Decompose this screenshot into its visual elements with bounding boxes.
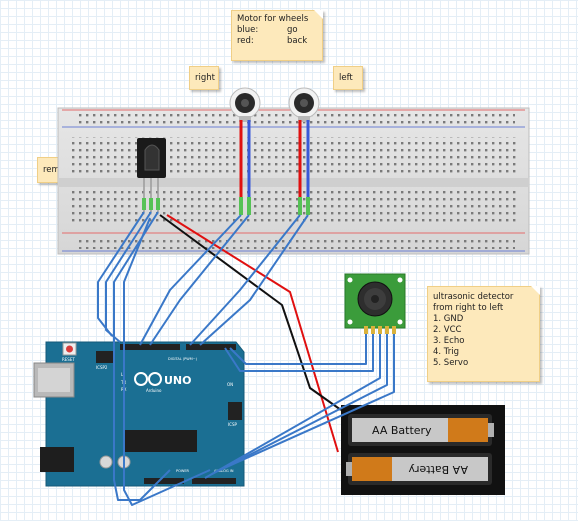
ground-wire — [159, 214, 342, 411]
battery-bottom-label: AA Battery — [408, 463, 468, 476]
uno-label: UNO — [164, 374, 192, 387]
led-l-label: L — [121, 372, 124, 377]
motor-note-title: Motor for wheels — [237, 14, 309, 24]
motor-note: Motor for wheels blue: go red: back — [231, 10, 323, 61]
led-on-label: ON — [227, 382, 233, 387]
ultrasonic-line-4: 2. VCC — [433, 325, 462, 335]
icsp-label: ICSP — [228, 422, 238, 427]
ultrasonic-line-1: ultrasonic detector — [433, 292, 514, 302]
sensor-wire-gnd — [219, 334, 395, 471]
right-note-text: right — [195, 73, 215, 83]
left-note-text: left — [339, 73, 353, 83]
motor-left-wire-2 — [199, 214, 309, 346]
motor-right-wire-2 — [149, 214, 250, 346]
motor-blue-label: blue: — [237, 25, 259, 35]
reset-label: RESET — [62, 357, 75, 362]
arduino-logo — [134, 372, 162, 386]
left-note: left — [333, 66, 363, 90]
wires — [97, 211, 395, 506]
ultrasonic-line-3: 1. GND — [433, 314, 464, 324]
note-fold — [314, 10, 323, 19]
right-note: right — [189, 66, 219, 90]
analog-label: ANALOG IN — [214, 469, 234, 473]
motor-note-row-blue: blue: go — [237, 25, 317, 36]
sensor-wire-servo — [229, 334, 367, 365]
arduino-brand-label: Arduino — [146, 388, 162, 393]
battery-top-label: AA Battery — [372, 424, 432, 437]
ultrasonic-line-7: 5. Servo — [433, 358, 469, 368]
ir-wire-4 — [123, 217, 211, 506]
ultrasonic-line-5: 3. Echo — [433, 336, 465, 346]
sensor-wire-echo — [204, 334, 381, 479]
ultrasonic-line-6: 4. Trig — [433, 347, 460, 357]
motor-blue-action: go — [287, 25, 298, 35]
power-wire — [166, 214, 339, 453]
motor-right-wire-1 — [139, 214, 242, 346]
motor-wires — [239, 120, 310, 215]
motor-red-action: back — [287, 36, 308, 46]
ultrasonic-note: ultrasonic detector from right to left 1… — [427, 286, 540, 382]
motor-red-label: red: — [237, 36, 254, 46]
power-label: POWER — [176, 469, 190, 473]
motor-note-row-red: red: back — [237, 36, 317, 47]
battery-pack: AA Battery AA Battery — [341, 405, 505, 495]
ir-wire-3 — [113, 211, 171, 501]
right-motor — [229, 87, 261, 122]
note-fold — [531, 286, 540, 295]
left-motor — [288, 87, 320, 122]
arduino-uno: RESET ICSP2 DIGITAL (PWM~) L TX RX UNO A… — [33, 341, 245, 487]
ultrasonic-line-2: from right to left — [433, 303, 504, 313]
ultrasonic-sensor — [344, 273, 406, 334]
motor-left-wire-1 — [189, 214, 301, 346]
ir-receiver — [137, 138, 166, 212]
icsp2-label: ICSP2 — [96, 365, 108, 370]
breadboard — [57, 107, 530, 255]
sensor-wire-trig — [224, 334, 374, 372]
digital-label: DIGITAL (PWM~) — [168, 357, 198, 361]
sensor-wire-vcc — [211, 334, 388, 475]
